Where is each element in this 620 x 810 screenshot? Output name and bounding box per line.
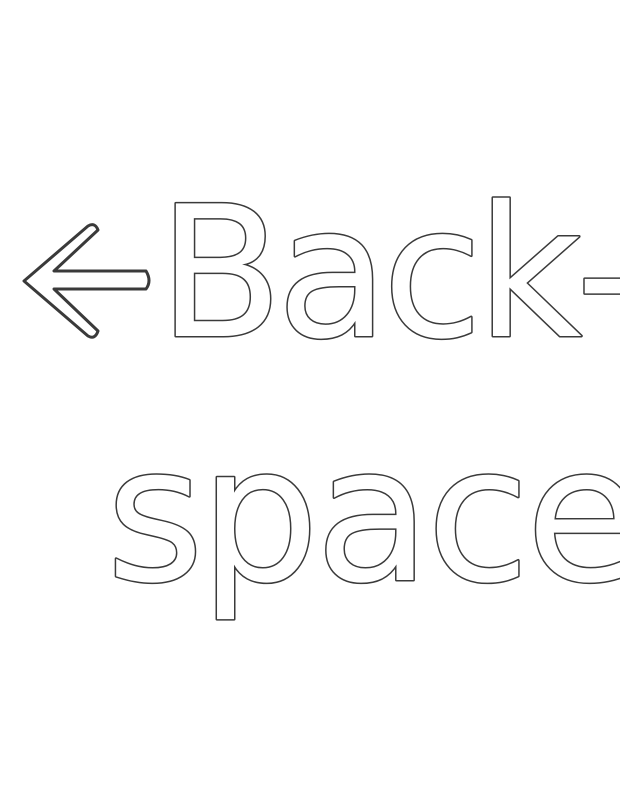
label-line-1: Back- [158,167,620,379]
label-line-2: space [106,406,620,625]
left-arrow-icon [22,223,151,339]
